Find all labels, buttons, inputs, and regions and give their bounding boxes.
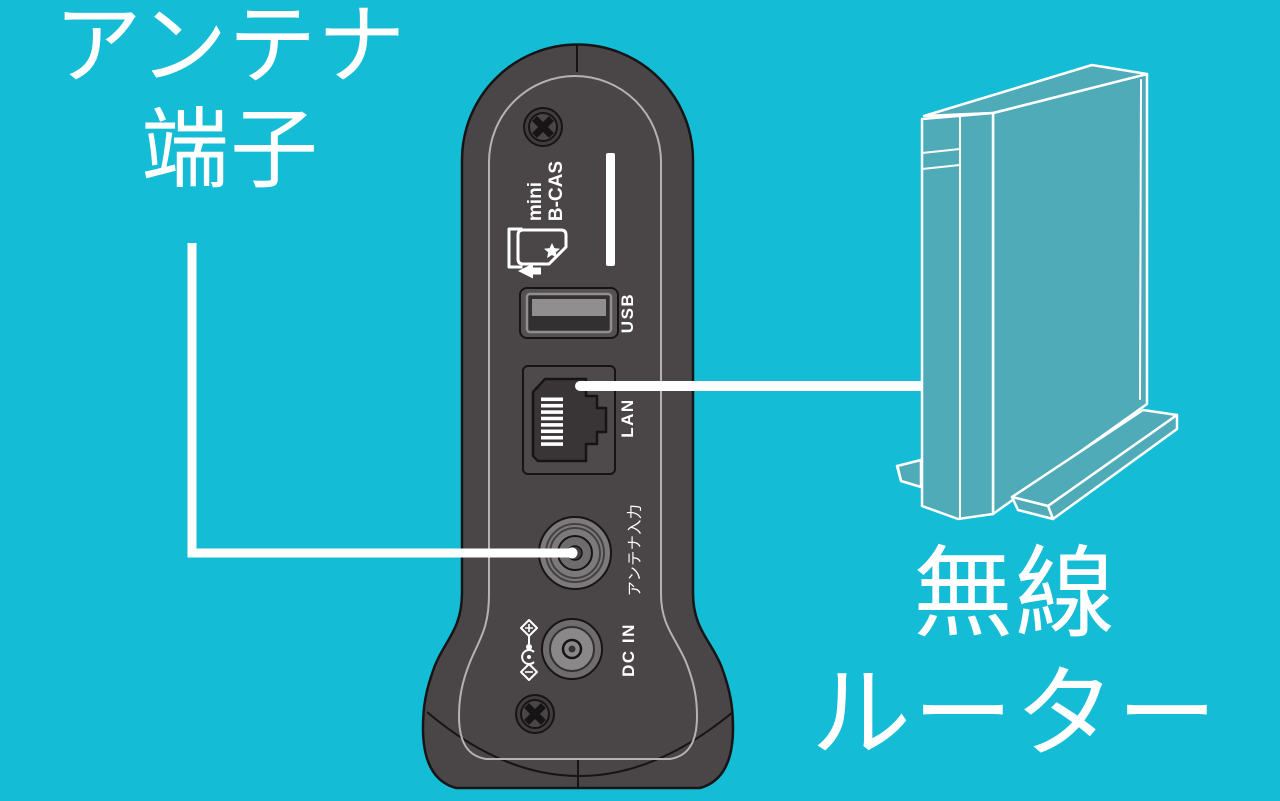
wireless-router-label-line1: 無線 [913, 538, 1117, 650]
antenna-pointer-dot [566, 547, 578, 559]
tuner-device-rear [421, 43, 735, 790]
bcas-slot-bracket [507, 227, 523, 269]
device-inner-panel [457, 75, 699, 760]
antenna-pointer-line [187, 243, 570, 558]
lan-port [522, 365, 616, 475]
antenna-terminal-label-line1: アンテナ [53, 0, 407, 95]
router-vent-line-1 [921, 148, 961, 154]
bcas-insert-arrow-icon [518, 263, 541, 279]
router-base-stub [895, 458, 923, 489]
wireless-router-label: 無線 ルーター [775, 534, 1255, 774]
phillips-screw-top-icon [523, 107, 563, 147]
bcas-card-icon [507, 227, 568, 279]
wireless-router-label-line2: ルーター [811, 658, 1219, 770]
phillips-screw-bottom-icon [515, 694, 555, 734]
router-vent-line-2 [921, 164, 961, 170]
bcas-card-outline [516, 228, 568, 266]
usb-port-label: USB [618, 292, 637, 334]
antenna-terminal-label-line2: 端子 [140, 100, 319, 199]
antenna-input-label: アンテナ入力 [626, 503, 644, 597]
bcas-label-line2: B-CAS [546, 160, 567, 222]
router-illustration [895, 63, 1179, 521]
lan-port-label: LAN [618, 398, 637, 438]
dc-in-label: DC IN [619, 623, 638, 677]
router-base-stub-edge [897, 466, 902, 481]
router-base-end [1010, 495, 1055, 521]
router-right-edge-line [1139, 79, 1142, 400]
lan-pins [541, 397, 563, 446]
bcas-slot [606, 153, 615, 266]
antenna-terminal-label: アンテナ 端子 [20, 0, 440, 202]
dc-in-jack [541, 618, 603, 680]
bcas-port-label: mini B-CAS [525, 161, 567, 221]
bcas-star-icon [544, 243, 560, 258]
bcas-label-line1: mini [525, 182, 546, 222]
router-front-face [920, 111, 995, 521]
usb-port [519, 287, 619, 339]
polarity-center-positive-icon [520, 619, 538, 681]
